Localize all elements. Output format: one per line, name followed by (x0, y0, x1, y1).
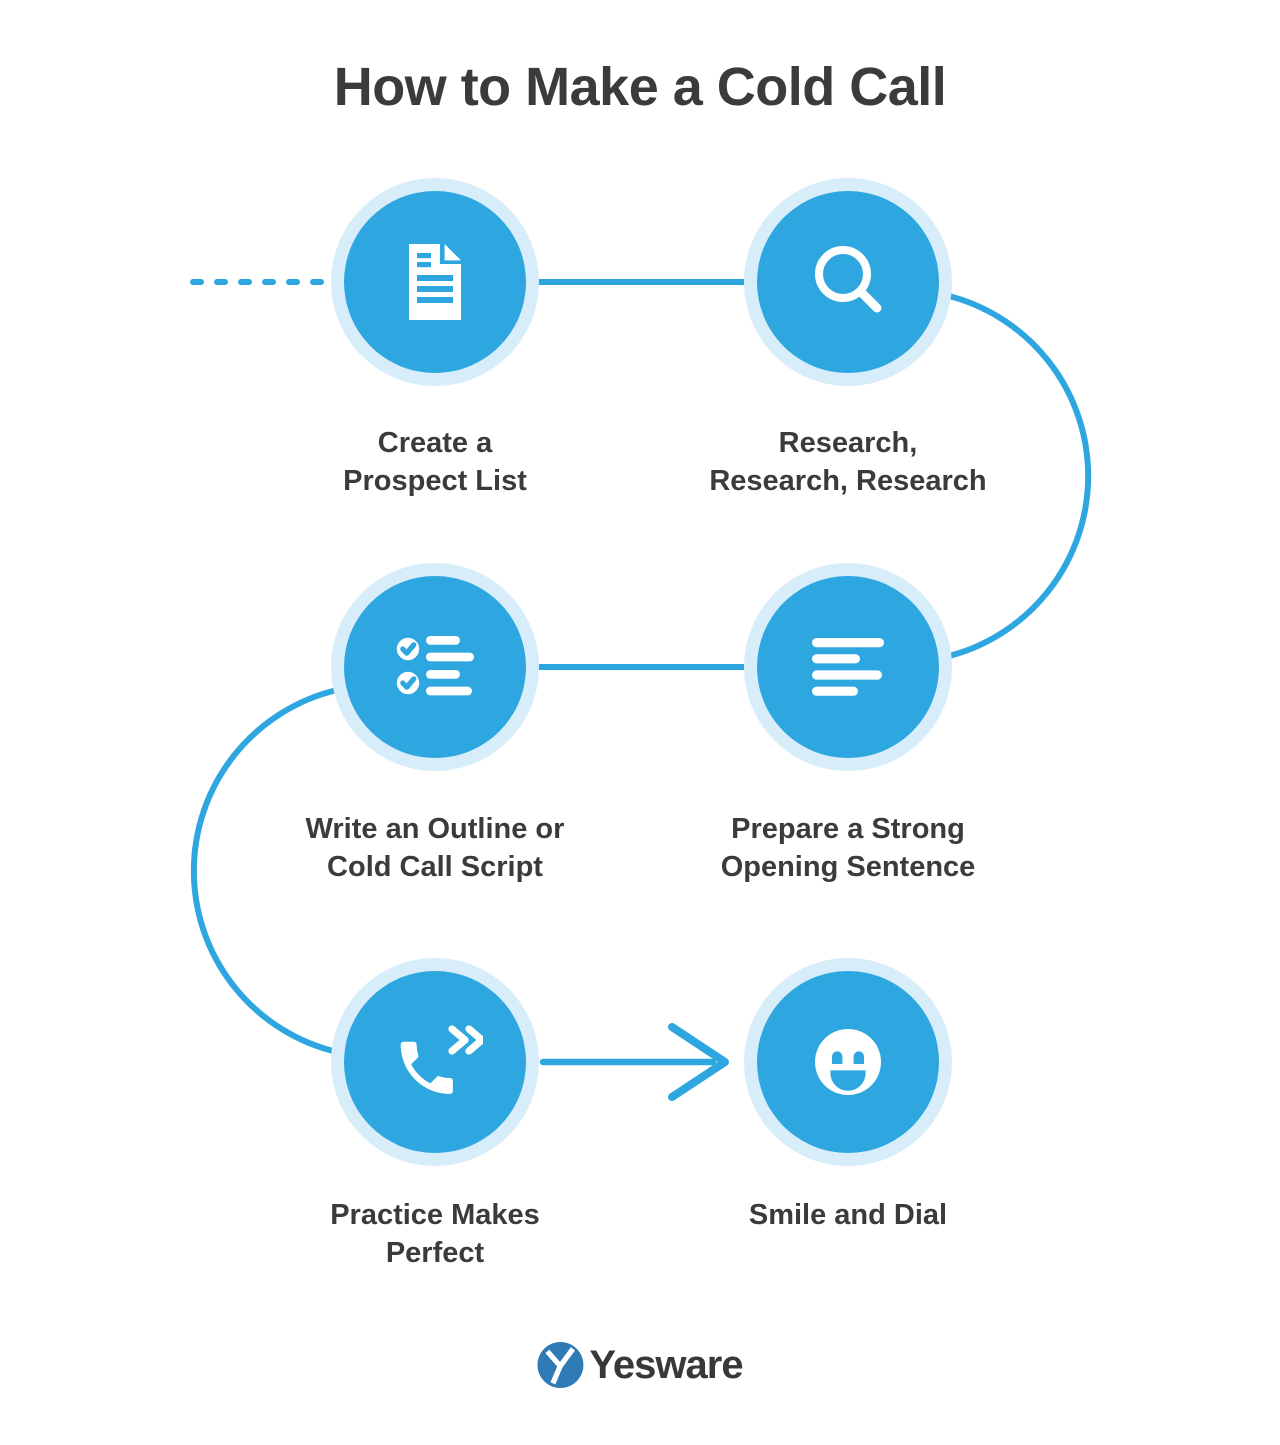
step-label-smile-and-dial: Smile and Dial (748, 1199, 948, 1231)
phone-icon (400, 1025, 483, 1094)
yesware-logo-text: Yesware (589, 1342, 743, 1387)
step-circle (344, 971, 526, 1153)
step-circle (344, 191, 526, 373)
document-icon (409, 244, 461, 320)
step-node-practice (331, 958, 539, 1166)
step-node-opening-sentence (744, 563, 952, 771)
connector-left-curve (190, 687, 340, 1055)
step-node-smile-and-dial (744, 958, 952, 1166)
step-label-create-prospect-list: Create a Prospect List (343, 427, 527, 497)
step-circle (344, 576, 526, 758)
step-node-outline-script (331, 563, 539, 771)
step-circle (757, 576, 939, 758)
step-label-research: Research, Research, Research (709, 427, 987, 497)
step-label-outline-script: Write an Outline or Cold Call Script (305, 813, 565, 883)
step-label-practice: Practice Makes Perfect (330, 1199, 540, 1269)
page-title: How to Make a Cold Call (333, 57, 947, 117)
connector-right-curve (942, 292, 1092, 660)
smiley-icon (815, 1029, 881, 1095)
step-label-opening-sentence: Prepare a Strong Opening Sentence (720, 813, 976, 883)
text-lines-icon (812, 638, 884, 696)
checklist-icon (396, 636, 474, 696)
yesware-logo: Yesware (537, 1342, 744, 1388)
step-node-research (744, 178, 952, 386)
step-circle (757, 971, 939, 1153)
search-icon (815, 246, 882, 313)
step-circle (757, 191, 939, 373)
yesware-logo-icon (537, 1342, 584, 1388)
step-node-create-prospect-list (331, 178, 539, 386)
arrow-head (668, 1023, 729, 1101)
